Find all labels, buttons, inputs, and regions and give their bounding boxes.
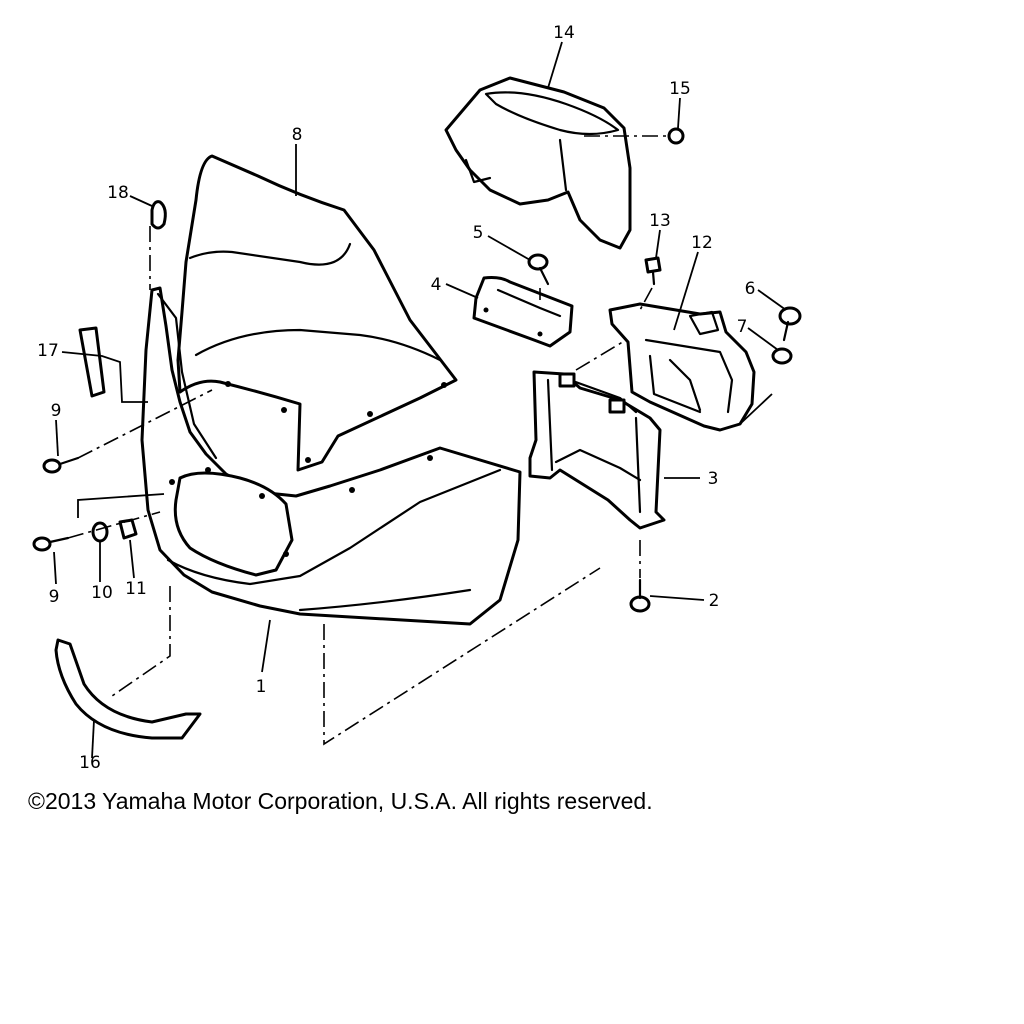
callout-15: 15 — [669, 79, 691, 99]
part-bolt-5 — [527, 253, 550, 286]
callout-14: 14 — [553, 23, 575, 43]
part-windscreen — [176, 154, 458, 472]
callout-2: 2 — [709, 591, 720, 611]
callout-12: 12 — [691, 233, 713, 253]
part-nut-11 — [118, 518, 138, 540]
part-bolt-2 — [629, 578, 651, 613]
callout-18: 18 — [107, 183, 129, 203]
callout-1: 1 — [256, 677, 267, 697]
part-meter-bracket — [608, 302, 756, 432]
callout-13: 13 — [649, 211, 671, 231]
leader-lines — [53, 41, 787, 759]
callout-8: 8 — [292, 125, 303, 145]
part-bolt-6 — [778, 306, 802, 342]
part-meter-cover — [444, 76, 632, 250]
callout-16: 16 — [79, 753, 101, 773]
part-stay-frame — [528, 370, 666, 530]
part-bolt-9-upper — [42, 456, 80, 474]
assembly-lines — [67, 135, 668, 746]
callout-3: 3 — [708, 469, 719, 489]
callout-6: 6 — [745, 279, 756, 299]
part-trim-strip — [54, 638, 202, 740]
part-small-bracket — [472, 276, 574, 348]
part-bolt-9-lower — [32, 536, 70, 552]
part-washer-7 — [771, 347, 793, 365]
callout-7: 7 — [737, 317, 748, 337]
part-small-cap — [150, 200, 167, 230]
callout-17: 17 — [37, 341, 59, 361]
copyright-notice: ©2013 Yamaha Motor Corporation, U.S.A. A… — [28, 788, 653, 814]
part-side-bracket — [78, 326, 106, 398]
callout-5: 5 — [473, 223, 484, 243]
callout-10: 10 — [91, 583, 113, 603]
callout-9-lower: 9 — [49, 587, 60, 607]
part-screw-13 — [644, 256, 662, 286]
part-grommet-15 — [667, 127, 685, 145]
exploded-parts-diagram: 1 2 3 4 5 6 7 8 9 9 10 11 12 13 14 15 16… — [32, 23, 802, 773]
callout-labels: 1 2 3 4 5 6 7 8 9 9 10 11 12 13 14 15 16… — [37, 23, 755, 773]
callout-4: 4 — [431, 275, 442, 295]
part-washer-10 — [91, 521, 109, 543]
callout-11: 11 — [125, 579, 147, 599]
callout-9-upper: 9 — [51, 401, 62, 421]
part-fairing — [140, 286, 522, 626]
